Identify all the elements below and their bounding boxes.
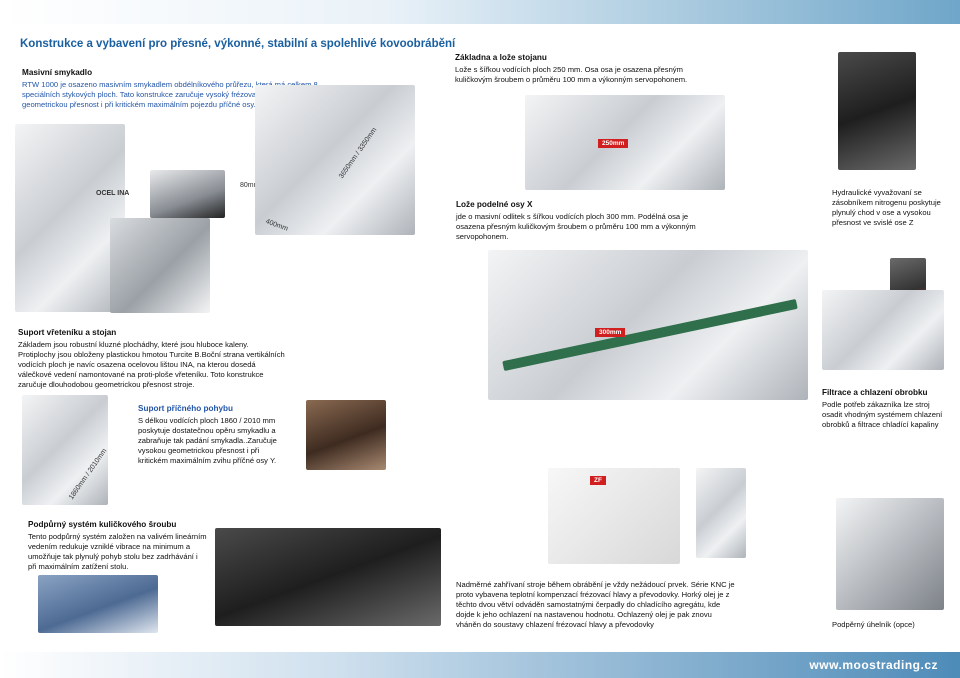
section-text: jde o masivní odlitek s šířkou vodících …: [456, 211, 696, 241]
cross-saddle-image: [22, 395, 108, 505]
ballscrew-photo-image: [215, 528, 441, 626]
label-ocel-ina: OCEL INA: [96, 190, 130, 197]
section-text: Základem jsou robustní kluzné plochádhy,…: [18, 339, 285, 389]
footer-url[interactable]: www.moostrading.cz: [809, 658, 938, 672]
filtration-unit-image: [822, 290, 944, 370]
section-cut-image: [110, 218, 210, 313]
hydraulic-image: [838, 52, 916, 170]
section-filtrace: Filtrace a chlazení obrobku Podle potřeb…: [822, 388, 944, 430]
caption-uhelnik: Podpěrný úhelník (opce): [832, 620, 915, 629]
section-title: Filtrace a chlazení obrobku: [822, 388, 928, 397]
bed-beam-image: [255, 85, 415, 235]
section-text: RTW 1000 je osazeno masivním smykadlem o…: [22, 79, 318, 109]
column-image: [15, 124, 125, 312]
chiller-image: [696, 468, 746, 558]
x-axis-bed-image: [488, 250, 808, 400]
section-masivni: Masivní smykadlo RTW 1000 je osazeno mas…: [22, 68, 322, 110]
label-zf: ZF: [590, 476, 606, 485]
section-title: Suport vřeteníku a stojan: [18, 328, 117, 337]
section-suport-pricneho: Suport příčného pohybu S délkou vodících…: [138, 404, 288, 466]
section-title: Masivní smykadlo: [22, 68, 93, 77]
section-hydraulicke: Hydraulické vyvažovaní se zásobníkem nit…: [832, 188, 944, 228]
label-80mm: 80mm: [240, 182, 260, 189]
ina-rail-image: [150, 170, 225, 218]
support-angle-image: [836, 498, 944, 610]
section-title: Podpůrný systém kuličkového šroubu: [28, 520, 177, 529]
section-text: S délkou vodících ploch 1860 / 2010 mm p…: [138, 415, 277, 465]
label-250mm: 250mm: [598, 139, 629, 148]
section-nadmerne: Nadměrné zahřívaní stroje během obrábění…: [456, 580, 738, 630]
section-loze-x: Lože podelné osy X jde o masivní odlitek…: [456, 200, 706, 242]
section-text: Hydraulické vyvažovaní se zásobníkem nit…: [832, 188, 941, 228]
ballscrew-support-image: [38, 575, 158, 633]
section-podpurny: Podpůrný systém kuličkového šroubu Tento…: [28, 520, 208, 572]
label-300mm: 300mm: [595, 328, 626, 337]
section-text: Nadměrné zahřívaní stroje během obrábění…: [456, 580, 735, 630]
section-title: Základna a lože stojanu: [455, 53, 547, 62]
footer-banner: www.moostrading.cz: [0, 652, 960, 678]
section-text: Lože s šířkou vodících ploch 250 mm. Osa…: [455, 64, 688, 84]
section-text: Tento podpůrný systém založen na valivém…: [28, 531, 207, 571]
cooling-diagram-image: [548, 468, 680, 564]
section-zakladna: Základna a lože stojanu Lože s šířkou vo…: [455, 53, 715, 85]
section-text: Podle potřeb zákazníka lze stroj osadit …: [822, 399, 943, 429]
section-suport-vretenik: Suport vřeteníku a stojan Základem jsou …: [18, 328, 288, 390]
page-title: Konstrukce a vybavení pro přesné, výkonn…: [20, 38, 456, 50]
top-banner: [0, 0, 960, 24]
section-title: Suport příčného pohybu: [138, 404, 234, 413]
section-title: Lože podelné osy X: [456, 200, 533, 209]
mounting-detail-image: [306, 400, 386, 470]
